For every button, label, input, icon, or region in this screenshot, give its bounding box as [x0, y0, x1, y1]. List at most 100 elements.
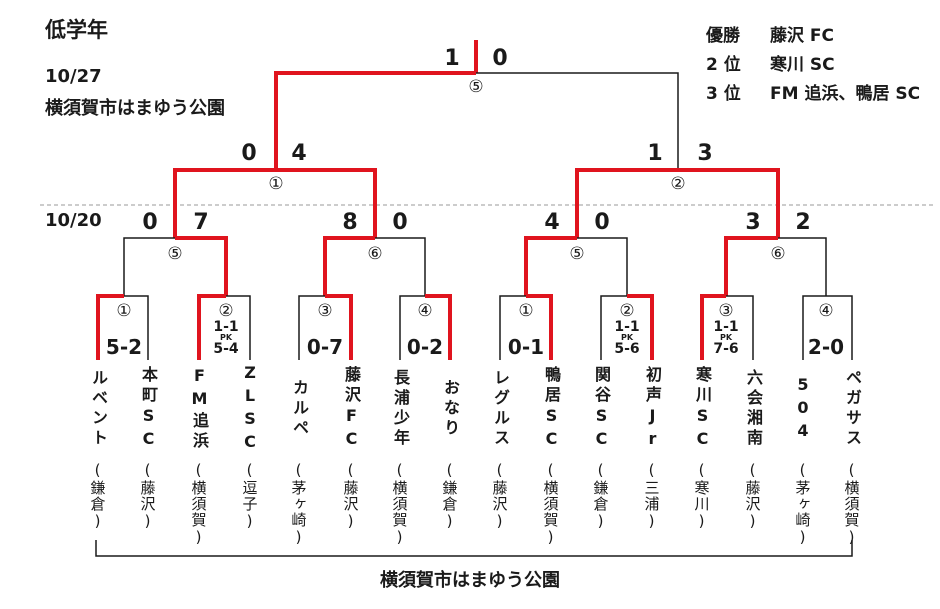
- second-row: 2 位寒川 SC: [706, 51, 920, 80]
- team-16: ペガサス(横須賀): [839, 363, 865, 551]
- semi-2-score-right: 3: [697, 141, 713, 166]
- first-round-date: 10/20: [45, 210, 102, 231]
- team-name: おなり: [441, 379, 460, 439]
- team-4: ZLSC (逗子): [237, 363, 263, 535]
- r1-3-match-number: ③: [317, 301, 333, 321]
- r1-7-result: 1-1: [713, 319, 739, 335]
- r2-1-match-number: ⑤: [167, 244, 183, 264]
- team-name: 本町SC: [139, 366, 158, 452]
- team-name: 504: [793, 374, 813, 444]
- semi-1-match-number: ①: [268, 174, 284, 194]
- final-venue: 横須賀市はまゆう公園: [45, 98, 225, 119]
- team-area: (藤沢): [490, 461, 509, 531]
- r1-1-result: 5-2: [103, 335, 145, 359]
- r1-8-left: [802, 295, 826, 360]
- results-box: 優勝 藤沢 FC 2 位寒川 SC 3 位 FM 追浜、鴨居 SC: [706, 22, 920, 109]
- r1-8-right: [826, 295, 853, 360]
- team-area: (茅ヶ崎): [793, 461, 812, 547]
- team-area: (横須賀): [390, 461, 409, 547]
- team-name: 寒川SC: [693, 366, 712, 452]
- semi-1-score-left: 0: [241, 141, 257, 166]
- team-name: レグルス: [491, 369, 510, 449]
- r1-8-result: 2-0: [805, 335, 847, 359]
- r2-d-right: [778, 237, 827, 296]
- r1-5-result: 0-1: [505, 335, 547, 359]
- r1-2-pk-label: PK: [219, 333, 233, 342]
- r1-8-match-number: ④: [818, 301, 834, 321]
- r1-6-result-block: 1-1 PK 5-6: [614, 320, 639, 356]
- second-team: 寒川 SC: [770, 55, 835, 75]
- r1-1-right: [124, 295, 149, 360]
- team-1: ルベント(鎌倉): [85, 363, 111, 535]
- team-8: おなり (鎌倉): [437, 363, 463, 535]
- page-title: 低学年: [45, 18, 108, 42]
- r1-2-match-number: ②: [218, 301, 234, 321]
- r1-1-match-number: ①: [116, 301, 132, 321]
- team-area: (鎌倉): [591, 461, 610, 531]
- final-match-number: ⑤: [468, 77, 484, 97]
- final-score-right: 0: [492, 46, 508, 71]
- r2-a-right: [175, 236, 228, 296]
- r1-6-pk-score: 5-6: [614, 341, 640, 357]
- final-date: 10/27: [45, 66, 102, 87]
- team-name: 藤沢FC: [342, 366, 361, 452]
- r1-7-match-number: ③: [718, 301, 734, 321]
- first-round-venue: 横須賀市はまゆう公園: [380, 570, 560, 591]
- r2-3-score-left: 4: [544, 210, 560, 235]
- r1-3-right: [325, 294, 353, 360]
- team-name: 関谷SC: [592, 366, 611, 452]
- team-5: カルペ(茅ヶ崎): [286, 363, 312, 551]
- team-name: 六会湘南: [744, 369, 763, 449]
- r1-7-left: [700, 294, 726, 360]
- final-left-arm: [274, 71, 476, 170]
- team-2: 本町SC(藤沢): [135, 363, 161, 535]
- team-name: 長浦少年: [391, 369, 410, 449]
- champion-label: 優勝: [706, 26, 740, 46]
- r1-7-result-block: 1-1 PK 7-6: [713, 320, 738, 356]
- team-14: 六会湘南 (藤沢): [740, 363, 766, 535]
- team-area: (横須賀): [541, 461, 560, 547]
- champion-row: 優勝 藤沢 FC: [706, 22, 920, 51]
- team-name: 初声Jr: [643, 366, 662, 452]
- r2-c-right: [577, 237, 628, 296]
- r1-4-right: [425, 294, 452, 360]
- r1-6-right: [627, 294, 654, 360]
- third-label: 3 位: [706, 84, 741, 104]
- r2-a-left: [123, 237, 175, 296]
- r1-2-result-block: 1-1 PK 5-4: [213, 320, 238, 356]
- r2-c-left: [524, 236, 577, 296]
- semi-right-right-arm: [678, 168, 780, 238]
- r1-6-result: 1-1: [614, 319, 640, 335]
- third-teams: FM 追浜、鴨居 SC: [770, 84, 921, 104]
- team-area: (三浦): [642, 461, 661, 531]
- r1-4-left: [399, 295, 425, 360]
- team-name: ペガサス: [843, 369, 862, 449]
- r1-7-right: [726, 295, 754, 360]
- team-13: 寒川SC(寒川): [689, 363, 715, 535]
- semi-left-left-arm: [173, 168, 276, 238]
- r1-3-left: [298, 295, 325, 360]
- r2-1-score-left: 0: [142, 210, 158, 235]
- r1-2-right: [226, 295, 251, 360]
- r2-d-left: [724, 236, 778, 296]
- semi-right-left-arm: [575, 168, 678, 238]
- r2-2-score-right: 0: [392, 210, 408, 235]
- team-name: ルベント: [89, 369, 108, 449]
- r2-4-score-left: 3: [745, 210, 761, 235]
- team-area: (鎌倉): [440, 461, 459, 531]
- team-6: 藤沢FC(藤沢): [338, 363, 364, 535]
- final-score-left: 1: [444, 46, 460, 71]
- team-12: 初声Jr (三浦): [639, 363, 665, 535]
- final-right-arm: [476, 72, 679, 170]
- champion-team: 藤沢 FC: [770, 26, 835, 46]
- r1-4-result: 0-2: [404, 335, 446, 359]
- team-area: (藤沢): [743, 461, 762, 531]
- team-9: レグルス (藤沢): [487, 363, 513, 535]
- team-name: カルペ: [290, 379, 309, 439]
- team-area: (逗子): [240, 461, 259, 531]
- r1-2-result: 1-1: [213, 319, 239, 335]
- team-11: 関谷SC (鎌倉): [588, 363, 614, 535]
- r1-2-left: [197, 294, 226, 360]
- team-name: ZLSC: [240, 363, 260, 455]
